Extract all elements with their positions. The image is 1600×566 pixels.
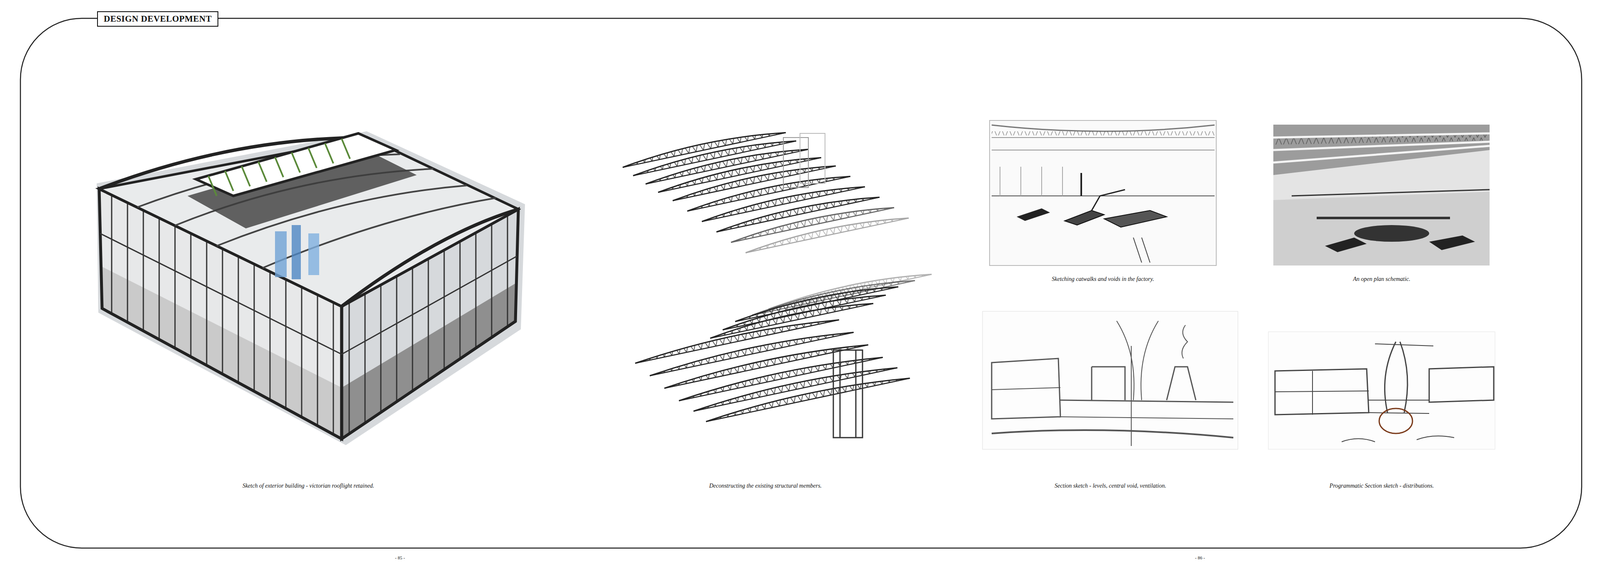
open-plan-render	[1273, 124, 1490, 266]
image-caption: Programmatic Section sketch - distributi…	[1328, 482, 1435, 490]
image-caption: An open plan schematic.	[1351, 275, 1412, 283]
programmatic-section-sketch	[1268, 331, 1495, 450]
image-caption: Sketching catwalks and voids in the fact…	[1050, 275, 1155, 283]
exterior-sketch	[95, 131, 525, 445]
page-number: - 85 -	[395, 555, 405, 560]
section-sketch	[982, 311, 1238, 450]
image-caption: Sketch of exterior building - victorian …	[241, 482, 376, 490]
catwalk-sketch	[989, 120, 1217, 266]
page-heading: DESIGN DEVELOPMENT	[97, 11, 219, 27]
page-number: - 86 -	[1195, 555, 1205, 560]
page-frame	[20, 18, 1582, 548]
image-caption: Section sketch - levels, central void, v…	[1053, 482, 1168, 490]
truss-deconstruction-top	[621, 126, 909, 253]
image-caption: Deconstructing the existing structural m…	[707, 482, 823, 490]
truss-deconstruction-bottom	[633, 268, 932, 438]
